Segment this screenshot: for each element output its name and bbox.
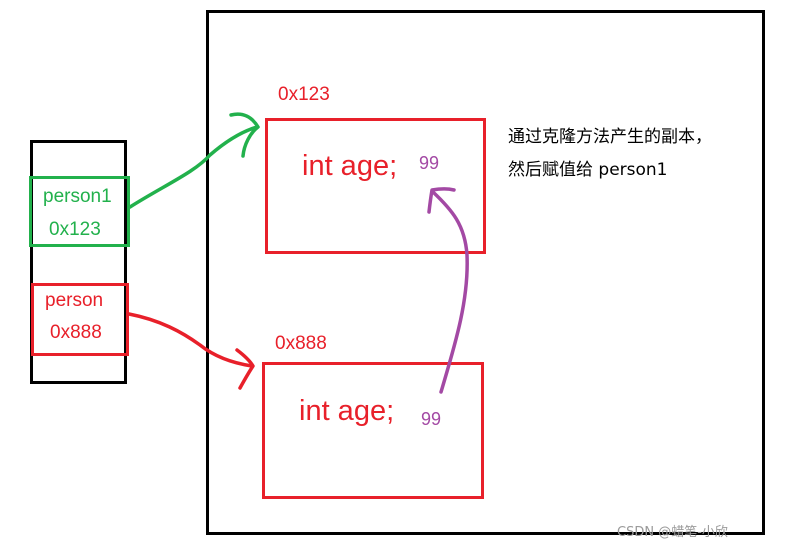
original-value: 99 [421,409,442,429]
clone-address-label: 0x123 [278,84,330,105]
purple-arrowhead [427,187,456,214]
red-arrowhead [235,348,255,390]
stack-frame [30,140,127,384]
annotation-line-1: 通过克隆方法产生的副本， [508,127,712,147]
person-name: person [45,290,104,311]
green-reference-arrow [128,125,259,209]
annotation-line-2: 然后赋值给 person1 [508,160,668,180]
red-reference-arrow [127,312,254,368]
green-arrowhead [229,112,260,158]
clone-value: 99 [419,153,440,173]
original-address-label: 0x888 [275,333,327,354]
heap-frame [206,10,765,535]
clone-object-box [265,118,486,254]
person-address: 0x888 [50,322,102,343]
purple-copy-arrow [431,190,469,394]
stack-cell-person [31,283,129,356]
original-object-box [262,362,484,499]
original-field: int age; [299,395,395,427]
stack-cell-person1 [29,176,130,247]
clone-field: int age; [302,150,398,182]
person1-name: person1 [43,186,112,207]
person1-address: 0x123 [49,219,101,240]
watermark: CSDN @蜡笔-小欣 [617,525,728,540]
